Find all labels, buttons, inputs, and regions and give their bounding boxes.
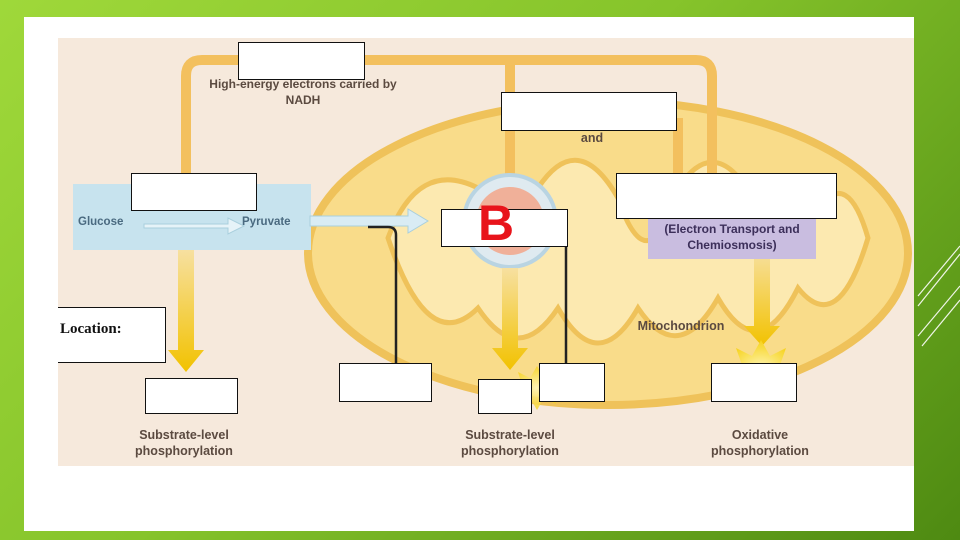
substrate-label-1: Substrate-level phosphorylation xyxy=(135,428,233,458)
blank-box-glycolysis xyxy=(131,173,257,211)
nadh-loop-arrow xyxy=(181,55,717,250)
down-arrow-2 xyxy=(492,268,528,370)
blank-box-bottom-5 xyxy=(711,363,797,402)
leader-line-1 xyxy=(368,225,398,364)
marker-letter-b: B xyxy=(478,195,515,251)
blank-box-etc xyxy=(616,173,837,219)
substrate-label-2: Substrate-level phosphorylation xyxy=(461,428,559,458)
blank-box-bottom-1 xyxy=(145,378,238,414)
blank-box-bottom-4 xyxy=(539,363,605,402)
and-label: and xyxy=(580,131,604,145)
blank-box-krebs xyxy=(441,209,568,247)
etc-label: (Electron Transport and Chemiosmosis) xyxy=(648,218,816,259)
blank-box-bottom-2 xyxy=(339,363,432,402)
location-label: Location: xyxy=(60,321,122,337)
down-arrow-1 xyxy=(168,250,204,372)
oxidative-label: Oxidative phosphorylation xyxy=(711,428,809,458)
respiration-diagram: High-energy electrons carried by NADH an… xyxy=(58,38,914,466)
blank-box-top-right xyxy=(501,92,677,131)
blank-box-bottom-3 xyxy=(478,379,532,414)
mitochondrion-label: Mitochondrion xyxy=(637,319,725,333)
pyruvate-label: Pyruvate xyxy=(242,216,291,228)
location-box: Location: xyxy=(58,307,166,363)
pyruvate-arrow xyxy=(309,208,429,234)
glucose-label: Glucose xyxy=(78,216,124,228)
nadh-label: High-energy electrons carried by NADH xyxy=(209,77,397,107)
down-arrow-3 xyxy=(744,250,780,346)
blank-box-top-center xyxy=(238,42,365,80)
